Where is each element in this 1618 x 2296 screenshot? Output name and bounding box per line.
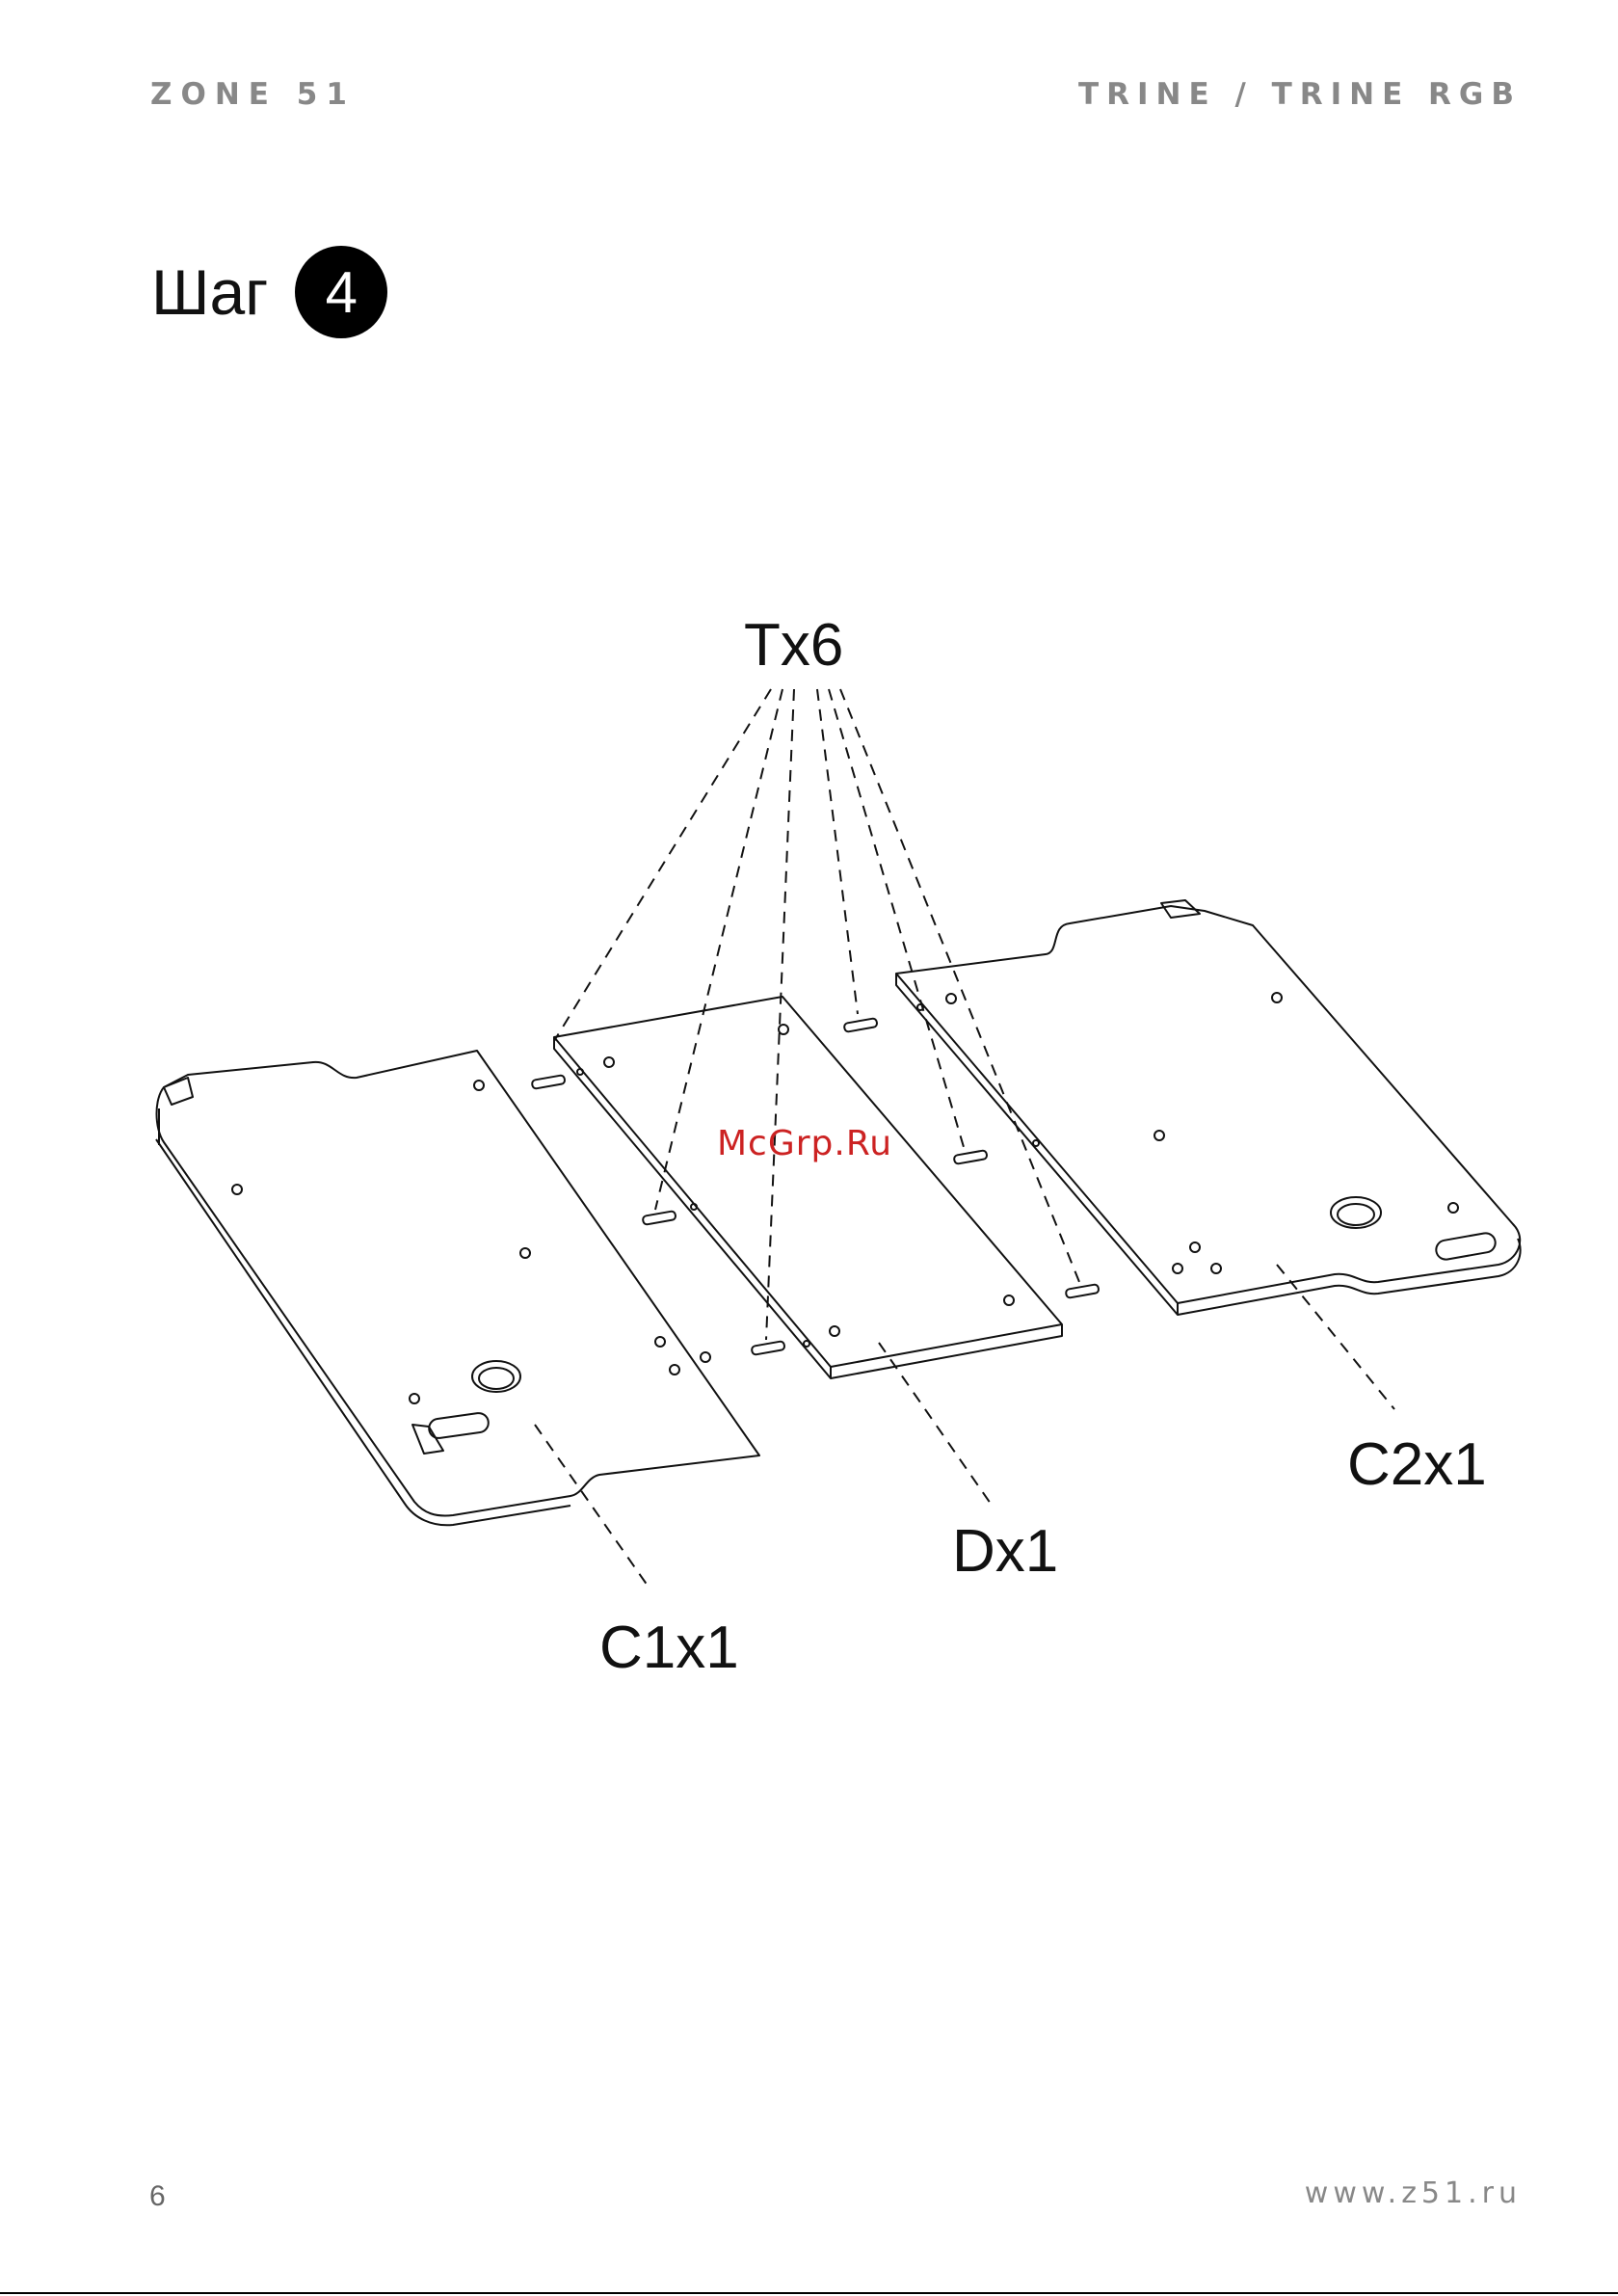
panel-c1: [156, 1051, 759, 1525]
website-url: www.z51.ru: [1305, 2176, 1522, 2210]
leader-lines: [535, 689, 1394, 1586]
callout-panel-c1: C1x1: [599, 1615, 739, 1681]
bottom-rule: [0, 2292, 1618, 2294]
panel-c2: [896, 900, 1521, 1315]
callout-panel-d: Dx1: [952, 1518, 1058, 1585]
watermark: McGrp.Ru: [717, 1124, 892, 1163]
callout-panel-c2: C2x1: [1347, 1431, 1487, 1498]
callout-dowels: Tx6: [744, 612, 843, 679]
dowels: [532, 1018, 1100, 1355]
page-number: 6: [149, 2180, 166, 2213]
panel-d: [554, 997, 1062, 1378]
